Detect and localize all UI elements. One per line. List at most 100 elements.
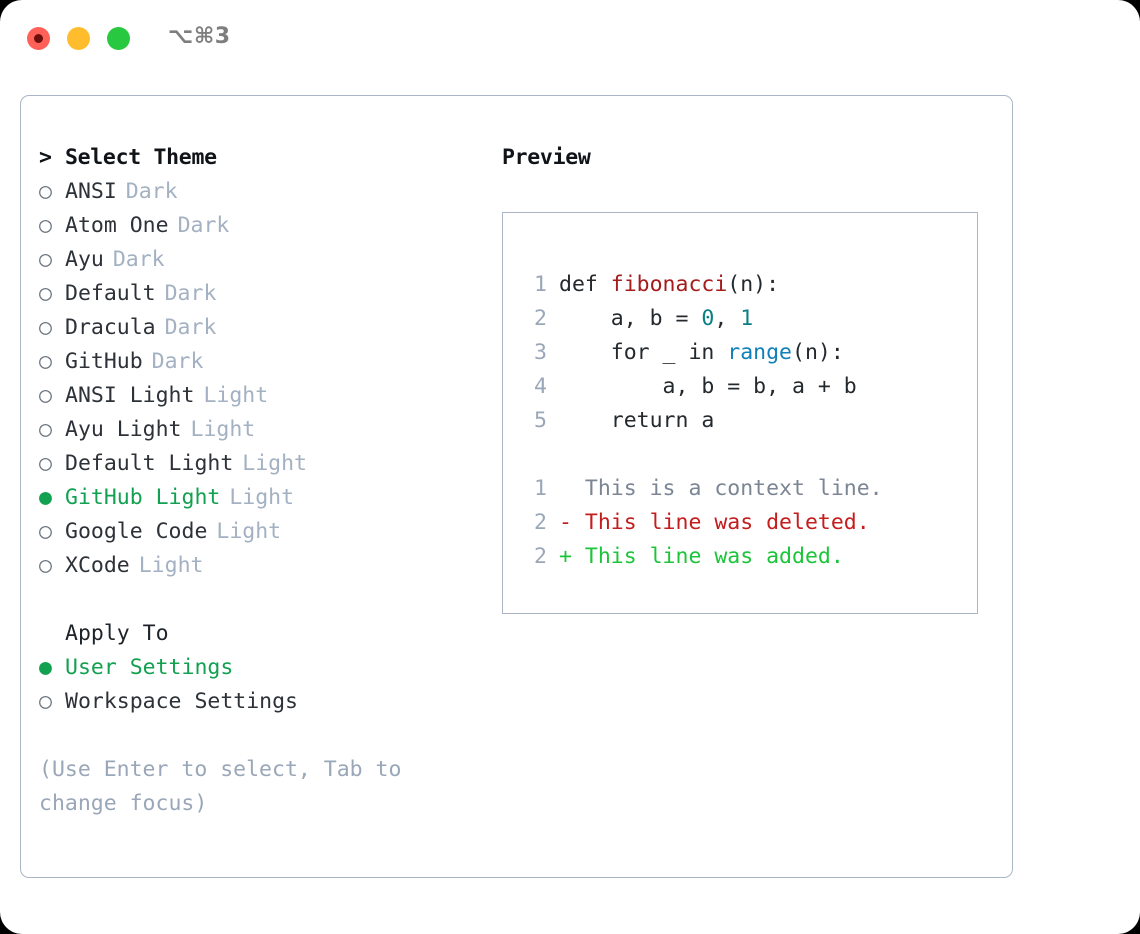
line-number: 2 xyxy=(534,544,547,569)
code-token: fibonacci xyxy=(610,272,728,297)
apply-to-marker-spacer: ○ xyxy=(39,617,65,651)
theme-list-item[interactable]: ○ Google Code Light xyxy=(39,515,499,549)
radio-unselected-icon[interactable]: ○ xyxy=(39,349,52,374)
select-theme-header: >Select Theme xyxy=(39,141,499,175)
code-line: 3 for _ in range(n): xyxy=(521,336,977,370)
radio-selected-icon[interactable]: ● xyxy=(39,485,52,510)
radio-selected-icon[interactable]: ● xyxy=(39,655,52,680)
theme-name: Ayu Light xyxy=(65,417,182,442)
theme-name: ANSI Light xyxy=(65,383,195,408)
radio-unselected-icon[interactable]: ○ xyxy=(39,213,52,238)
keyboard-hint: (Use Enter to select, Tab to change focu… xyxy=(39,753,449,821)
theme-name: ANSI xyxy=(65,179,117,204)
radio-unselected-icon[interactable]: ○ xyxy=(39,689,52,714)
theme-variant-tag: Dark xyxy=(151,349,204,374)
diff-line: 2 + This line was added. xyxy=(521,540,977,574)
theme-list-item[interactable]: ○ Default Dark xyxy=(39,277,499,311)
title-bar: ⌥⌘3 xyxy=(0,0,1140,78)
code-token: 1 xyxy=(740,306,754,331)
radio-unselected-icon[interactable]: ○ xyxy=(39,451,52,476)
theme-list-item[interactable]: ○ Dracula Dark xyxy=(39,311,499,345)
line-number: 1 xyxy=(534,476,547,501)
theme-name: XCode xyxy=(65,553,130,578)
theme-name: Atom One xyxy=(65,213,169,238)
code-diff-spacer xyxy=(521,438,977,472)
apply-to-title: Apply To xyxy=(65,621,169,646)
theme-list-item[interactable]: ○ Ayu Light Light xyxy=(39,413,499,447)
radio-unselected-icon[interactable]: ○ xyxy=(39,383,52,408)
apply-to-header: ○Apply To xyxy=(39,617,499,651)
code-token: 0 xyxy=(701,306,715,331)
theme-name: Dracula xyxy=(65,315,156,340)
theme-name: Google Code xyxy=(65,519,208,544)
theme-variant-tag: Light xyxy=(216,519,282,544)
apply-to-item[interactable]: ● User Settings xyxy=(39,651,499,685)
theme-name: Default xyxy=(65,281,156,306)
line-number: 2 xyxy=(534,306,547,331)
theme-variant-tag: Light xyxy=(190,417,256,442)
theme-list-item[interactable]: ○ XCode Light xyxy=(39,549,499,583)
code-token: a, b = xyxy=(559,306,702,331)
radio-unselected-icon[interactable]: ○ xyxy=(39,315,52,340)
theme-variant-tag: Dark xyxy=(177,213,230,238)
theme-variant-tag: Light xyxy=(229,485,295,510)
apply-to-item[interactable]: ○ Workspace Settings xyxy=(39,685,499,719)
radio-unselected-icon[interactable]: ○ xyxy=(39,281,52,306)
keyboard-shortcut-label: ⌥⌘3 xyxy=(168,24,231,49)
code-token: def xyxy=(559,272,611,297)
diff-text: + This line was added. xyxy=(559,544,844,569)
radio-unselected-icon[interactable]: ○ xyxy=(39,417,52,442)
line-number: 1 xyxy=(534,272,547,297)
code-token: , xyxy=(714,306,741,331)
theme-list-item[interactable]: ○ Atom One Dark xyxy=(39,209,499,243)
line-number: 2 xyxy=(534,510,547,535)
theme-list-item[interactable]: ○ ANSI Light Light xyxy=(39,379,499,413)
apply-to-label: User Settings xyxy=(65,655,234,680)
radio-unselected-icon[interactable]: ○ xyxy=(39,553,52,578)
code-token: (n): xyxy=(792,340,844,365)
line-number: 3 xyxy=(534,340,547,365)
apply-to-label: Workspace Settings xyxy=(65,689,298,714)
keyboard-hint-line-1: (Use Enter to select, Tab to xyxy=(39,757,402,782)
keyboard-hint-line-2: change focus) xyxy=(39,791,208,816)
code-token: range xyxy=(727,340,793,365)
diff-text: - This line was deleted. xyxy=(559,510,870,535)
theme-variant-tag: Dark xyxy=(125,179,178,204)
radio-unselected-icon[interactable]: ○ xyxy=(39,519,52,544)
minimize-window-button[interactable] xyxy=(67,27,90,50)
theme-variant-tag: Light xyxy=(138,553,204,578)
line-number: 4 xyxy=(534,374,547,399)
close-window-button[interactable] xyxy=(27,27,50,50)
apply-to-list[interactable]: ● User Settings ○ Workspace Settings xyxy=(39,651,499,719)
theme-list-item[interactable]: ○ ANSI Dark xyxy=(39,175,499,209)
apply-to-section: ○Apply To ●User Settings○Workspace Setti… xyxy=(39,617,499,719)
theme-name: Ayu xyxy=(65,247,104,272)
code-line: 4 a, b = b, a + b xyxy=(521,370,977,404)
preview-header: Preview xyxy=(502,145,591,170)
theme-list-item[interactable]: ○ Ayu Dark xyxy=(39,243,499,277)
line-number: 5 xyxy=(534,408,547,433)
theme-variant-tag: Light xyxy=(203,383,269,408)
radio-unselected-icon[interactable]: ○ xyxy=(39,179,52,204)
theme-variant-tag: Dark xyxy=(164,281,217,306)
diff-sample: 1 This is a context line. 2 - This line wa… xyxy=(521,472,977,574)
theme-variant-tag: Dark xyxy=(164,315,217,340)
diff-line: 1 This is a context line. xyxy=(521,472,977,506)
code-line: 5 return a xyxy=(521,404,977,438)
code-token: (n): xyxy=(727,272,780,297)
theme-variant-tag: Dark xyxy=(112,247,165,272)
diff-text: This is a context line. xyxy=(559,476,883,501)
theme-name: Default Light xyxy=(65,451,234,476)
code-token: return a xyxy=(559,408,715,433)
radio-unselected-icon[interactable]: ○ xyxy=(39,247,52,272)
zoom-window-button[interactable] xyxy=(107,27,130,50)
